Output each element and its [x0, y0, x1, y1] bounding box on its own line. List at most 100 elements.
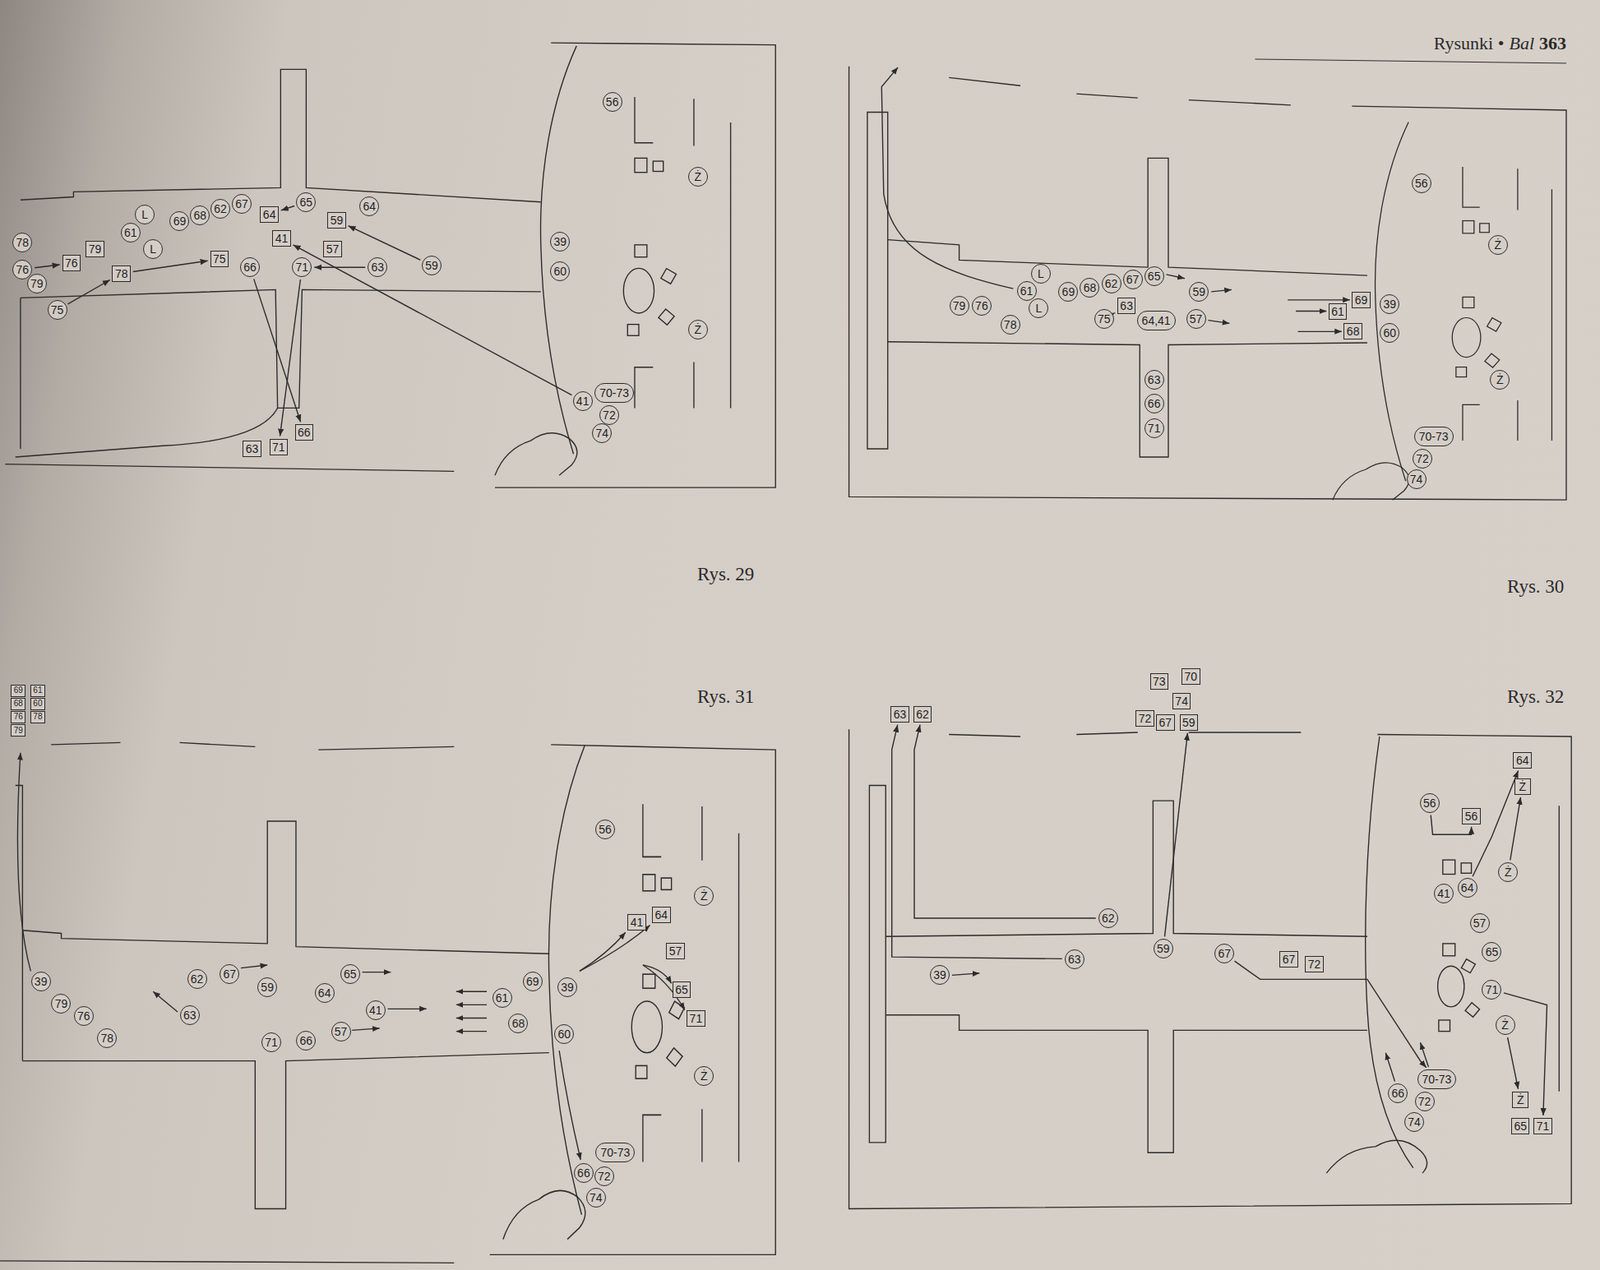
position-number: 71 — [295, 261, 310, 273]
direction-arrow — [1166, 274, 1185, 279]
position-number: 72 — [597, 1170, 611, 1183]
position-number: 66 — [577, 1167, 591, 1180]
position-number: 68 — [1346, 325, 1360, 338]
position-number: 68 — [512, 1017, 526, 1030]
position-circle: 61 — [492, 988, 513, 1009]
target-box: 72 — [1135, 710, 1155, 727]
position-circle: 68 — [189, 205, 210, 226]
target-box: 66 — [295, 424, 315, 441]
position-number: 65 — [1485, 946, 1499, 958]
position-number: 39 — [560, 981, 574, 994]
movement-arrow — [1165, 733, 1189, 938]
position-circle: 61 — [120, 222, 141, 243]
plan-outline — [494, 46, 731, 476]
running-head: 363 — [1539, 32, 1567, 54]
position-circle: Ż — [1495, 1015, 1516, 1036]
position-circle: 66 — [1387, 1083, 1408, 1104]
position-number: 69 — [1062, 286, 1076, 298]
target-box: 65 — [672, 981, 692, 999]
position-circle: 61 — [1017, 281, 1037, 301]
target-box: 59 — [327, 212, 347, 229]
plan-outline — [1558, 805, 1560, 1092]
position-number: 74 — [595, 427, 609, 440]
position-number: 63 — [183, 1009, 197, 1022]
position-number: Ż — [694, 323, 703, 336]
position-number: 57 — [1189, 313, 1203, 325]
position-number: 78 — [32, 712, 42, 722]
position-circle: Ż — [1498, 862, 1518, 883]
position-circle: 67 — [231, 194, 252, 214]
movement-arrow — [34, 264, 60, 269]
position-number: 71 — [264, 1036, 278, 1049]
position-circle: 62 — [1098, 908, 1119, 929]
position-circle: 57 — [331, 1021, 352, 1042]
target-box: 71 — [686, 1010, 706, 1027]
position-circle: 69 — [169, 211, 190, 232]
position-number: 76 — [975, 300, 989, 312]
position-circle: 79 — [50, 994, 71, 1014]
position-number: 79 — [30, 277, 44, 290]
target-box: Ż — [1514, 778, 1531, 796]
plan-outline — [0, 42, 1572, 1263]
position-number: 78 — [101, 1032, 115, 1045]
position-circle: 71 — [1481, 980, 1502, 1000]
direction-arrow — [456, 1031, 487, 1032]
position-circle: 62 — [187, 969, 208, 990]
position-number: 61 — [124, 226, 138, 239]
position-number: 66 — [243, 261, 257, 273]
movement-arrow — [348, 226, 421, 261]
position-circle: Ż — [688, 166, 708, 187]
position-number: 67 — [1217, 947, 1231, 960]
direction-arrow — [1385, 1053, 1395, 1083]
position-number: 62 — [213, 203, 227, 215]
position-number: 70 — [1184, 670, 1198, 683]
position-number: 39 — [1383, 298, 1397, 310]
position-number: 79 — [952, 300, 967, 312]
position-circle: Ż — [693, 886, 714, 907]
direction-arrow — [1295, 310, 1327, 312]
position-number: 64 — [362, 200, 376, 213]
movement-arrow — [293, 245, 573, 396]
target-box: 70 — [1181, 668, 1201, 685]
position-circle: 39 — [1379, 294, 1400, 315]
position-circle: 64 — [314, 983, 335, 1004]
plan-outline — [1326, 1140, 1427, 1174]
position-number: 75 — [1097, 313, 1111, 325]
position-number: 63 — [893, 708, 907, 721]
position-number: 64 — [1461, 882, 1475, 894]
position-circle: 71 — [261, 1032, 282, 1053]
position-circle: 70-73 — [595, 1142, 635, 1163]
plan-outline — [1332, 121, 1553, 500]
position-number: 68 — [193, 209, 207, 222]
position-number: 69 — [13, 686, 24, 695]
position-circle: 71 — [291, 257, 312, 278]
position-number: 56 — [1423, 797, 1437, 810]
plan-outline — [1442, 860, 1456, 874]
position-number: 74 — [1410, 473, 1424, 486]
position-circle: 69 — [1058, 282, 1078, 302]
position-number: 56 — [605, 96, 620, 108]
position-number: Ż — [1518, 781, 1527, 793]
target-box: 64 — [1512, 752, 1532, 769]
position-circle: 75 — [47, 300, 68, 320]
position-circle: 39 — [929, 965, 950, 985]
target-box: 64 — [259, 206, 279, 223]
target-box: 71 — [1533, 1118, 1553, 1135]
position-circle: 64 — [1457, 878, 1478, 898]
position-circle: 62 — [1101, 273, 1122, 294]
target-box: 60 — [30, 698, 46, 711]
direction-arrow — [579, 925, 651, 972]
position-circle: 65 — [340, 964, 361, 985]
position-number: 56 — [1415, 177, 1429, 190]
position-circle: 64 — [359, 196, 380, 217]
position-number: 59 — [425, 259, 439, 272]
position-number: 71 — [272, 441, 286, 454]
position-number: 61 — [32, 686, 42, 695]
plan-outline — [1438, 966, 1465, 1008]
position-circle: 67 — [1214, 943, 1235, 964]
movement-arrow — [1234, 961, 1427, 1069]
position-circle: 69 — [522, 971, 543, 992]
position-number: 78 — [115, 268, 129, 280]
